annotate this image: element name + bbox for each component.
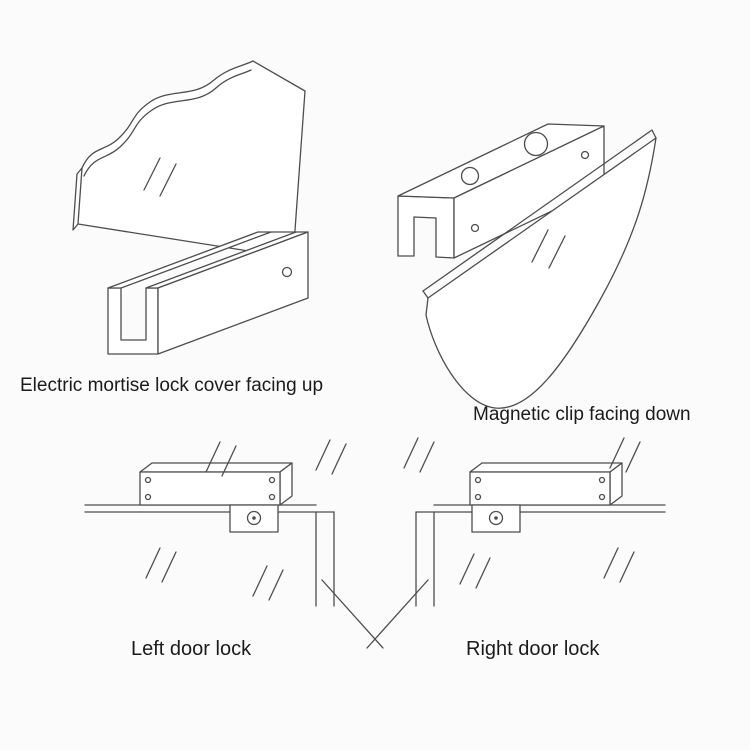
right-door-lock-caption: Right door lock xyxy=(466,638,600,660)
installation-cross-section-figure xyxy=(84,437,666,649)
screw-hole-icon xyxy=(144,476,152,484)
magnetic-clip-caption: Magnetic clip facing down xyxy=(473,404,691,425)
right-door-lock-drawing xyxy=(469,462,623,533)
mortise-lock-body xyxy=(107,231,309,355)
screw-hole-icon xyxy=(598,493,606,501)
pivot-icon xyxy=(488,510,504,526)
screw-hole-icon xyxy=(281,266,293,278)
mounting-hole-icon xyxy=(460,166,480,186)
magnetic-clip-body xyxy=(397,123,605,259)
screw-hole-icon xyxy=(268,493,276,501)
mortise-lock-figure xyxy=(72,60,309,355)
screw-hole-icon xyxy=(144,493,152,501)
frame-rails xyxy=(84,504,666,513)
mounting-hole-icon xyxy=(523,131,549,157)
pivot-icon xyxy=(246,510,262,526)
glass-hatch-icon xyxy=(143,157,177,197)
glass-panel-wavy-right xyxy=(422,129,657,409)
glass-hatch-icon xyxy=(531,229,566,269)
screw-hole-icon xyxy=(470,223,480,233)
glass-hatch-marks xyxy=(145,437,641,601)
magnetic-clip-figure xyxy=(397,123,657,409)
screw-hole-icon xyxy=(474,476,482,484)
door-frame-posts xyxy=(315,511,435,607)
gap-pointer-lines xyxy=(321,579,429,649)
left-door-lock-caption: Left door lock xyxy=(131,638,252,660)
screw-hole-icon xyxy=(580,150,590,160)
screw-hole-icon xyxy=(598,476,606,484)
glass-panel-wavy-left xyxy=(72,60,306,259)
screw-hole-icon xyxy=(268,476,276,484)
screw-hole-icon xyxy=(474,493,482,501)
mortise-lock-caption: Electric mortise lock cover facing up xyxy=(20,375,324,396)
left-door-lock-drawing xyxy=(139,462,293,533)
